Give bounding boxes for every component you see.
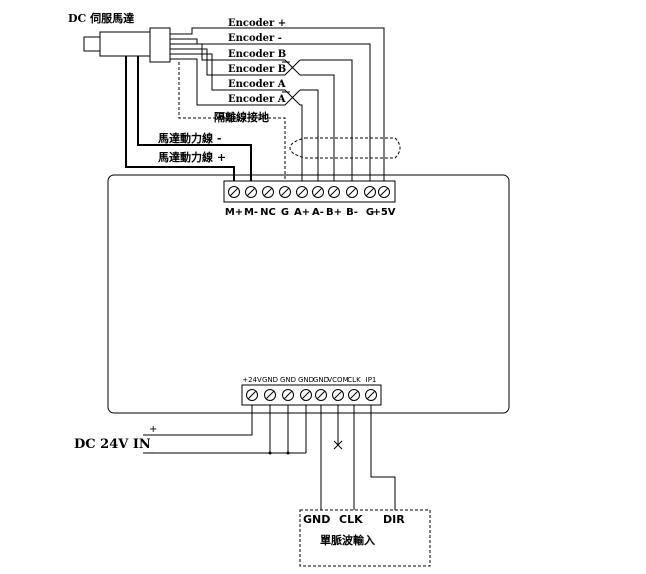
screw-slot — [380, 188, 388, 196]
top-pin-label: NC — [260, 207, 276, 218]
screw-slot — [314, 188, 322, 196]
pulse-input-wires — [320, 405, 396, 510]
screw-slot — [348, 188, 356, 196]
screw-slot — [350, 391, 358, 399]
bottom-pin-label: GND — [262, 376, 278, 384]
bottom-pin-label: IP1 — [366, 376, 377, 384]
bottom-pin-label: +24V — [242, 376, 262, 384]
screw-slot — [367, 391, 375, 399]
top-pin-label: M- — [244, 207, 258, 218]
encoder-plus-label: Encoder + — [228, 18, 286, 29]
top-pin-label: B+ — [326, 207, 342, 218]
screw-slot — [284, 391, 292, 399]
bottom-pin-label: GND — [280, 376, 296, 384]
screw-slot — [317, 391, 325, 399]
top-pin-label: A+ — [294, 207, 310, 218]
screw-slot — [302, 391, 310, 399]
junction-dot — [286, 451, 290, 455]
screw-slot — [366, 188, 374, 196]
power-minus-label: 馬達動力線 - — [158, 131, 221, 145]
screw-slot — [247, 188, 255, 196]
power-plus-label: 馬達動力線 + — [158, 150, 226, 164]
screw-slot — [266, 391, 274, 399]
bottom-terminal-block — [241, 384, 382, 406]
top-pin-label: G — [366, 207, 374, 218]
encoder-a-label: Encoder A — [228, 79, 286, 90]
dc-servo-motor — [83, 27, 186, 63]
encoder-minus-label: Encoder - — [228, 33, 282, 44]
dc-input-plus: + — [149, 424, 157, 435]
top-pin-label: +5V — [372, 207, 395, 218]
pulse-gnd-label: GND — [303, 513, 330, 526]
junction-dot — [268, 451, 272, 455]
encoder-b-label: Encoder B — [228, 49, 286, 60]
bottom-pin-label: GND — [313, 376, 329, 384]
pulse-box-title: 單脈波輸入 — [320, 533, 375, 547]
bottom-pin-label: VCOM — [327, 376, 348, 384]
screw-slot — [248, 391, 256, 399]
encoder-b-bar-label: Encoder B — [228, 64, 286, 75]
pulse-clk-label: CLK — [339, 513, 363, 526]
motor-label: DC 伺服馬達 — [68, 11, 134, 25]
screw-slot — [298, 188, 306, 196]
top-pin-label: A- — [312, 207, 324, 218]
dc-input-wires — [143, 405, 307, 454]
bottom-pin-label: CLK — [347, 376, 361, 384]
screw-slot — [230, 188, 238, 196]
dc-input-label: DC 24V IN — [74, 437, 151, 452]
screw-slot — [264, 188, 272, 196]
top-pin-label: M+ — [225, 207, 243, 218]
screw-slot — [281, 188, 289, 196]
shield-label: 隔離線接地 — [214, 110, 269, 124]
dc-input-minus: _ — [148, 443, 155, 454]
pulse-dir-label: DIR — [383, 513, 405, 526]
screw-slot — [334, 391, 342, 399]
top-terminal-block — [223, 180, 396, 203]
shield-ground-line — [178, 62, 401, 188]
motor-power-lines — [125, 56, 252, 188]
driver-board — [107, 174, 510, 414]
top-pin-label: B- — [346, 207, 358, 218]
encoder-a-bar-label: Encoder A — [228, 94, 286, 105]
top-pin-label: G — [281, 207, 289, 218]
screw-slot — [330, 188, 338, 196]
bottom-pin-label: GND — [298, 376, 314, 384]
pulse-input-box — [299, 509, 431, 567]
encoder-wires — [186, 27, 385, 188]
